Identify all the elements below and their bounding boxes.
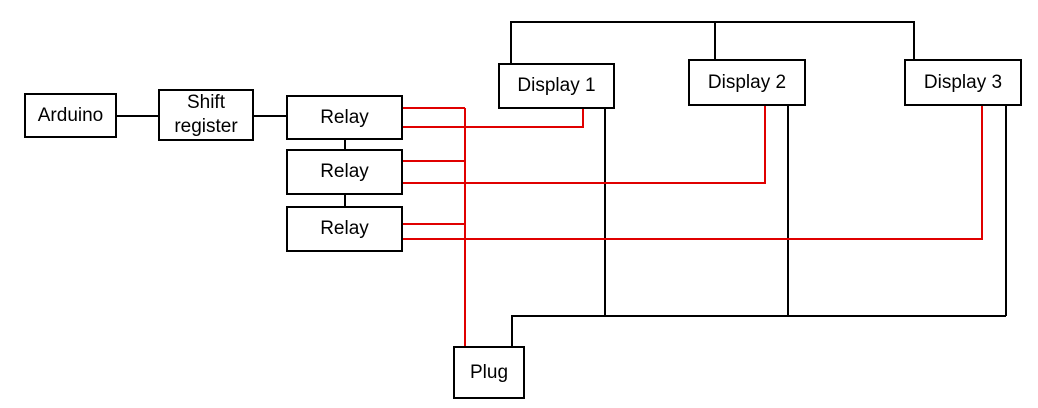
- plug-box: Plug: [453, 346, 525, 399]
- display-3-label: Display 3: [923, 71, 1003, 93]
- display-2-label: Display 2: [707, 71, 787, 93]
- relay-box-3: Relay: [286, 206, 403, 252]
- display-3-box: Display 3: [904, 59, 1022, 106]
- relay-box-1: Relay: [286, 95, 403, 140]
- shift-register-label: Shift register: [174, 92, 238, 137]
- wire-bottom-bus-to-plug: [511, 315, 1006, 347]
- relay-label-1: Relay: [320, 106, 369, 128]
- display-1-label: Display 1: [517, 75, 596, 97]
- red-wire-relay3-display3: [402, 105, 983, 240]
- relay-box-2: Relay: [286, 149, 403, 195]
- black-wires: [116, 21, 1007, 347]
- red-wire-relay2-display2: [402, 105, 766, 184]
- display-2-box: Display 2: [688, 59, 806, 106]
- red-wires: [402, 105, 983, 347]
- wire-display-top-bus: [510, 21, 915, 64]
- shift-register-box: Shift register: [158, 89, 254, 141]
- red-wire-relay1-display1: [402, 108, 584, 128]
- plug-label: Plug: [469, 361, 509, 383]
- arduino-label: Arduino: [37, 104, 104, 126]
- display-1-box: Display 1: [498, 63, 615, 109]
- relay-label-3: Relay: [320, 218, 369, 240]
- relay-label-2: Relay: [320, 161, 369, 183]
- arduino-box: Arduino: [24, 93, 117, 138]
